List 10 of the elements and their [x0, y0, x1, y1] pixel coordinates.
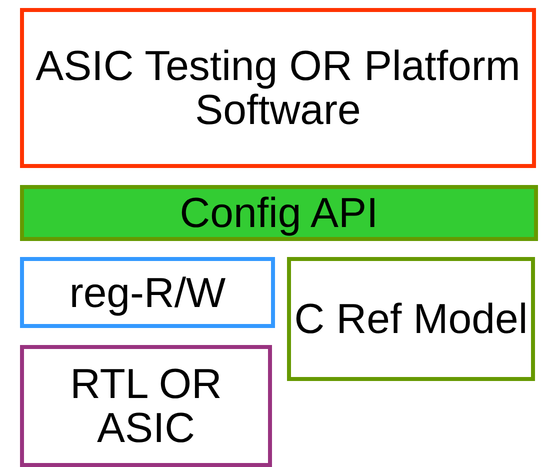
- box-label: Config API: [180, 191, 378, 235]
- box-label: RTL OR ASIC: [69, 362, 223, 450]
- box-label: C Ref Model: [294, 297, 528, 341]
- box-label: reg-R/W: [69, 270, 226, 314]
- reference-model-box: [287, 257, 535, 381]
- api-layer-bar: [20, 185, 538, 241]
- box-label: ASIC Testing OR Platform Software: [34, 44, 522, 132]
- software-layer-box: [20, 8, 536, 168]
- register-access-box: [20, 257, 275, 328]
- hardware-box: [20, 345, 272, 467]
